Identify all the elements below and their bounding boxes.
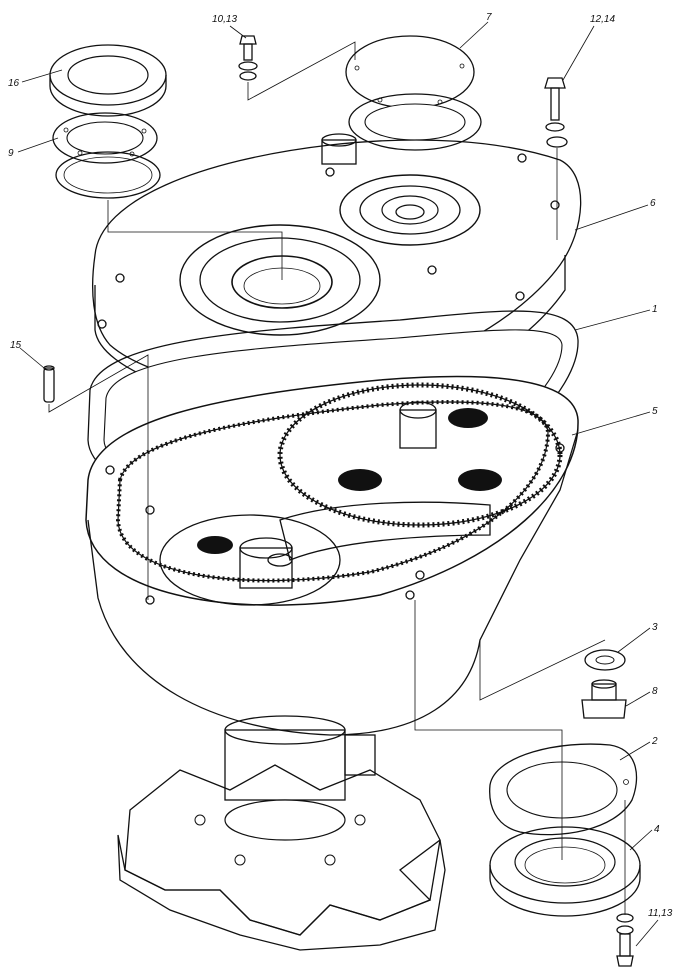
assembly-center-lines: [48, 41, 626, 915]
bolt-part-11-13: [616, 913, 634, 967]
label-part-9: 9: [8, 148, 14, 159]
gear-housing-part-5: [85, 375, 579, 736]
label-part-16: 16: [8, 78, 20, 89]
label-part-10-13: 10,13: [212, 14, 237, 25]
gasket-part-2: [489, 743, 638, 836]
dowel-pin-part-15: [43, 365, 55, 403]
bolt-part-12-14: [544, 77, 568, 148]
part-labels: 16 9 10,13 7 12,14 6 1 15 5 3 8 2 4 11,1…: [8, 12, 673, 919]
gasket-part-9: [52, 112, 161, 199]
label-part-11-13: 11,13: [648, 908, 673, 919]
sprocket-assembly: [117, 715, 446, 951]
label-part-3: 3: [652, 622, 658, 633]
label-part-12-14: 12,14: [590, 14, 615, 25]
label-part-7: 7: [486, 12, 492, 23]
washer-part-3: [584, 649, 626, 671]
label-part-4: 4: [654, 824, 660, 835]
bearing-cap-part-4: [489, 826, 641, 917]
plug-part-8: [581, 679, 627, 719]
label-part-6: 6: [650, 198, 656, 209]
label-part-5: 5: [652, 406, 658, 417]
label-part-1: 1: [652, 304, 658, 315]
ring-part-16: [49, 44, 167, 117]
leader-lines: [17, 21, 659, 947]
label-part-15: 15: [10, 340, 22, 351]
label-part-2: 2: [651, 736, 658, 747]
bolt-part-10-13: [238, 35, 258, 81]
label-part-8: 8: [652, 686, 658, 697]
cover-plate-part-7: [345, 35, 482, 151]
